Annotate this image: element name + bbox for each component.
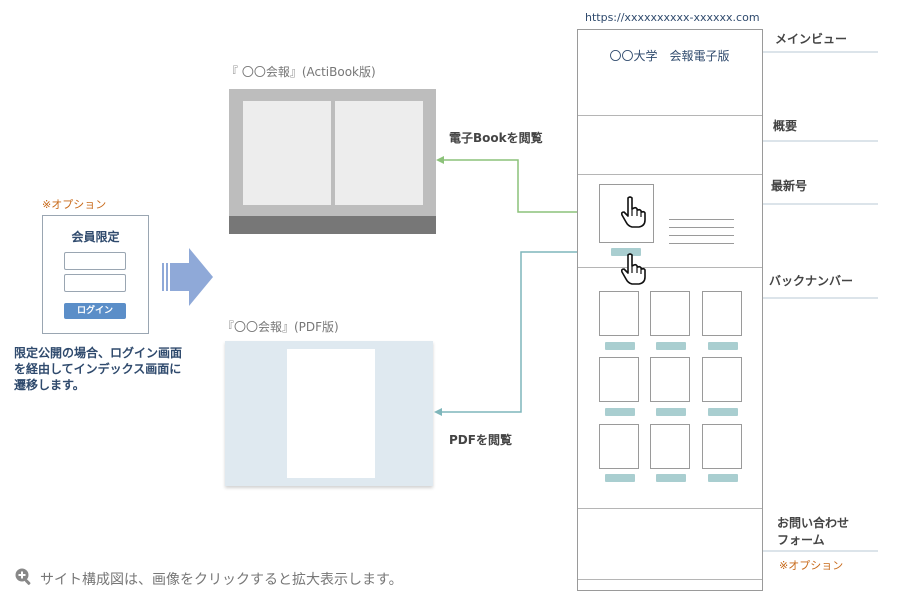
login-password-field[interactable] (64, 274, 126, 292)
book-viewer[interactable] (229, 89, 436, 234)
big-right-arrow-icon (162, 248, 213, 306)
backnumber-thumbnail[interactable] (702, 291, 742, 336)
backnumber-chip[interactable] (656, 408, 686, 416)
footer-caption: サイト構成図は、画像をクリックすると拡大表示します。 (40, 572, 403, 588)
backnumber-thumbnail[interactable] (599, 291, 639, 336)
section-divider (578, 579, 762, 580)
text-line (669, 243, 734, 244)
login-description-line: 限定公開の場合、ログイン画面 (14, 346, 183, 360)
backnumber-chip[interactable] (708, 342, 738, 350)
latest-issue-chip[interactable] (611, 248, 641, 256)
login-button[interactable]: ログイン (64, 303, 126, 319)
pdf-title: 『〇〇会報』(PDF版) (222, 320, 339, 334)
pdf-label: PDFを閲覧 (449, 433, 512, 447)
pdf-connector-arrow (434, 251, 614, 416)
backnumber-thumbnail[interactable] (702, 424, 742, 469)
section-divider (578, 267, 762, 268)
pdf-page (287, 349, 375, 478)
label-backnumber: バックナンバー (769, 274, 854, 288)
backnumber-thumbnail[interactable] (702, 357, 742, 402)
section-divider (578, 174, 762, 175)
book-title: 『 〇〇会報』(ActiBook版) (226, 65, 376, 79)
ebook-connector-arrow (436, 156, 598, 213)
backnumber-thumbnail[interactable] (650, 291, 690, 336)
hand-pointer-icon (620, 196, 646, 228)
label-latest: 最新号 (771, 179, 808, 193)
login-description: 限定公開の場合、ログイン画面 を経由してインデックス画面に 遷移します。 (14, 345, 182, 393)
ebook-label: 電子Bookを閲覧 (449, 131, 543, 145)
site-mockup: 〇〇大学 会報電子版 (577, 29, 763, 591)
label-contact-option: ※オプション (779, 559, 844, 572)
site-header-title: 〇〇大学 会報電子版 (609, 49, 730, 63)
backnumber-chip[interactable] (708, 474, 738, 482)
text-line (669, 219, 734, 220)
backnumber-thumbnail[interactable] (650, 357, 690, 402)
text-line (669, 227, 734, 228)
backnumber-thumbnail[interactable] (650, 424, 690, 469)
label-contact-line2: フォーム (777, 533, 825, 547)
login-description-line: を経由してインデックス画面に (14, 362, 182, 376)
section-divider (578, 115, 762, 116)
site-url[interactable]: https://xxxxxxxxxx-xxxxxx.com (585, 11, 760, 24)
backnumber-chip[interactable] (605, 474, 635, 482)
label-contact-line1: お問い合わせ (777, 516, 850, 530)
login-description-line: 遷移します。 (14, 378, 85, 392)
zoom-icon[interactable] (14, 567, 34, 587)
backnumber-thumbnail[interactable] (599, 357, 639, 402)
login-panel: 会員限定 ログイン (42, 215, 149, 334)
backnumber-chip[interactable] (656, 474, 686, 482)
section-divider (578, 508, 762, 509)
hand-pointer-icon (620, 253, 646, 285)
login-username-field[interactable] (64, 252, 126, 270)
book-right-page (335, 101, 423, 205)
pdf-viewer[interactable] (225, 341, 433, 486)
backnumber-thumbnail[interactable] (599, 424, 639, 469)
backnumber-chip[interactable] (605, 342, 635, 350)
label-main-view: メインビュー (775, 32, 848, 46)
backnumber-chip[interactable] (605, 408, 635, 416)
text-line (669, 235, 734, 236)
book-left-page (243, 101, 331, 205)
label-overview: 概要 (773, 119, 798, 133)
book-toolbar (229, 216, 436, 234)
login-title: 会員限定 (71, 230, 120, 244)
login-option-note: ※オプション (42, 198, 107, 211)
backnumber-chip[interactable] (656, 342, 686, 350)
backnumber-chip[interactable] (708, 408, 738, 416)
